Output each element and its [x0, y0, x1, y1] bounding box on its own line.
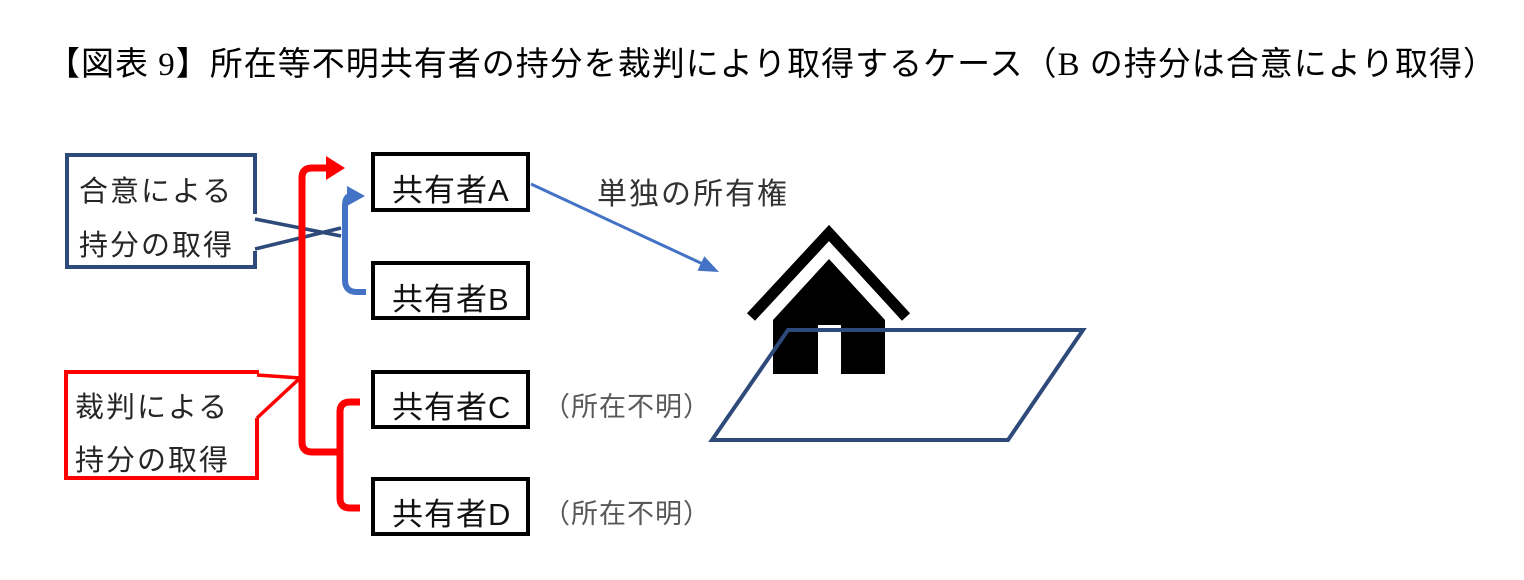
red-arrowhead-icon — [326, 156, 345, 180]
agreement-callout-notch — [251, 214, 259, 251]
court-callout-line1: 裁判による — [75, 392, 230, 424]
owner-d-label: 共有者D — [392, 497, 512, 532]
owner-b-box — [371, 261, 530, 320]
court-callout-notch — [253, 374, 261, 418]
house-icon — [746, 224, 911, 374]
agreement-callout-line2: 持分の取得 — [79, 230, 235, 262]
agreement-callout-line1: 合意による — [79, 176, 234, 208]
owner-a-label: 共有者A — [392, 173, 510, 208]
figure-title: 【図表 9】所在等不明共有者の持分を裁判により取得するケース（B の持分は合意に… — [47, 47, 1498, 83]
owner-c-label: 共有者C — [392, 390, 512, 425]
agreement-callout-box — [65, 153, 257, 269]
blue-arrowhead-icon — [347, 186, 365, 206]
owner-c-note: （所在不明） — [543, 392, 711, 422]
land-parallelogram — [708, 328, 1087, 442]
sole-ownership-arrowhead-icon — [697, 256, 719, 272]
house-body — [773, 259, 885, 374]
owner-b-label: 共有者B — [392, 282, 510, 317]
sole-ownership-label: 単独の所有権 — [597, 178, 789, 211]
red-bracket — [336, 398, 360, 512]
red-connector-line — [298, 164, 341, 456]
house-roof-chevron — [746, 224, 911, 321]
owner-d-note: （所在不明） — [543, 499, 711, 529]
agreement-callout-tail — [254, 217, 342, 251]
court-callout-box — [64, 370, 259, 480]
court-callout-line2: 持分の取得 — [75, 445, 231, 477]
owner-c-box — [371, 370, 530, 429]
house-door — [818, 325, 841, 374]
blue-bracket — [342, 193, 366, 295]
owner-d-box — [371, 477, 530, 536]
court-callout-tail — [255, 373, 305, 420]
owner-a-box — [371, 152, 530, 212]
sole-ownership-arrow — [530, 182, 706, 267]
